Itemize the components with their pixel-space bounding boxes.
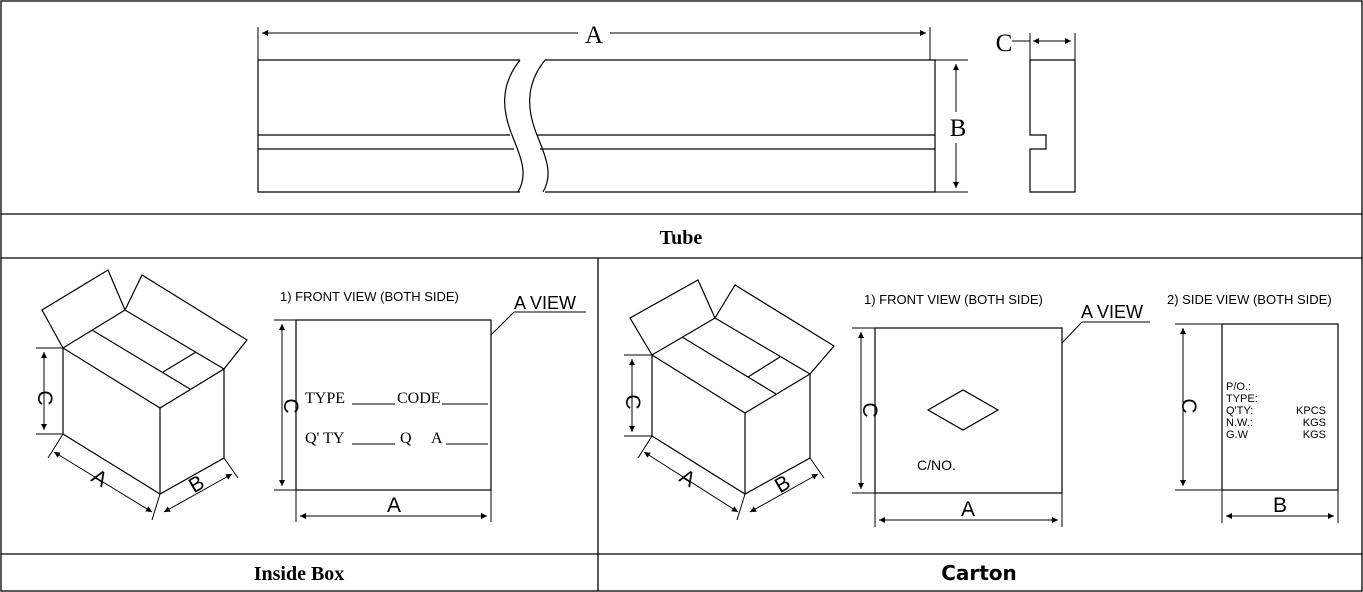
- carton-front-title: 1) FRONT VIEW (BOTH SIDE): [864, 292, 1043, 307]
- box-flap: [41, 269, 126, 349]
- inside-box-caption: Inside Box: [254, 563, 345, 585]
- carton-front-dim-c: C: [858, 402, 881, 417]
- carton-dim-b-label: B: [771, 471, 795, 498]
- tube-side-profile: [1029, 59, 1076, 193]
- box-seam: [91, 329, 191, 390]
- inside-box-front-view: 1) FRONT VIEW (BOTH SIDE) A VIEW TYPE CO…: [274, 289, 586, 522]
- box-edge: [62, 309, 126, 349]
- diamond-mark: [926, 389, 1000, 431]
- carton-front-panel: [874, 327, 1063, 494]
- field-type-label: TYPE: [305, 390, 345, 407]
- carton-front-dim-a: A: [961, 498, 975, 521]
- carton-seam: [747, 356, 781, 378]
- box-dim-c-label: C: [33, 390, 56, 405]
- leader-line: [490, 311, 515, 336]
- carton-side-dim-c: C: [1177, 398, 1200, 413]
- carton-edge: [651, 317, 716, 356]
- carton-side-dim-b: B: [1273, 494, 1287, 517]
- box-edge: [124, 309, 225, 370]
- box-dim-b-label: B: [185, 471, 209, 498]
- extension-line: [809, 457, 825, 479]
- leader-line: [1061, 321, 1083, 344]
- dimension-line: [643, 451, 739, 513]
- dimension-line: [163, 473, 233, 513]
- extension-line: [47, 433, 64, 459]
- side-label-gw: G.W: [1226, 429, 1249, 441]
- extension-line: [223, 457, 239, 479]
- carton-side-view: 2) SIDE VIEW (BOTH SIDE) P/O.: TYPE: Q'T…: [1167, 292, 1339, 523]
- front-view-title: 1) FRONT VIEW (BOTH SIDE): [280, 289, 459, 304]
- side-label-po: P/O.:: [1226, 381, 1251, 393]
- carton-outline: [651, 353, 811, 495]
- carton-edge: [714, 317, 811, 375]
- tube-break-line: [529, 59, 549, 193]
- box-flap: [124, 274, 248, 370]
- a-view-tag: A VIEW: [514, 293, 576, 313]
- box-dim-a-label: A: [87, 465, 111, 492]
- field-code-label: CODE: [397, 390, 441, 407]
- dimension-line: [749, 473, 819, 513]
- carton-seam: [681, 336, 777, 395]
- extension-line: [637, 435, 653, 459]
- carton-dim-c-label: C: [621, 394, 644, 409]
- field-q-label: Q: [400, 430, 412, 447]
- tube-body-left: [257, 59, 520, 193]
- side-unit-kgs-gw: KGS: [1303, 429, 1326, 441]
- field-qty-label: Q' TY: [305, 430, 345, 447]
- tube-drawing: A B C: [257, 22, 1076, 193]
- dimension-line: [53, 451, 153, 513]
- side-unit-kpcs: KPCS: [1296, 405, 1326, 417]
- tube-break-line: [504, 59, 524, 193]
- carton-front-view: 1) FRONT VIEW (BOTH SIDE) A VIEW C/NO. C…: [852, 292, 1150, 527]
- tube-dim-b-label: B: [950, 115, 967, 142]
- carton-caption: Carton: [941, 561, 1017, 585]
- carton-flap: [714, 284, 835, 375]
- side-label-qty: Q'TY:: [1226, 405, 1253, 417]
- extension-line: [151, 493, 161, 521]
- side-unit-kgs-nw: KGS: [1303, 417, 1326, 429]
- side-label-nw: N.W.:: [1226, 417, 1253, 429]
- tube-dim-c-label: C: [996, 30, 1013, 57]
- field-a-label: A: [431, 430, 443, 447]
- carton-flap: [629, 279, 716, 356]
- front-view-panel: [295, 319, 492, 491]
- inside-box-isometric: C A B: [33, 269, 248, 521]
- extension-line: [736, 493, 746, 521]
- box-seam: [162, 351, 197, 373]
- tube-caption: Tube: [660, 227, 703, 249]
- front-dim-a-label: A: [387, 494, 401, 517]
- front-dim-c-label: C: [279, 398, 302, 413]
- carton-isometric: C A B: [621, 279, 835, 521]
- carton-side-title: 2) SIDE VIEW (BOTH SIDE): [1167, 292, 1332, 307]
- side-label-type: TYPE:: [1226, 393, 1258, 405]
- carton-a-view-tag: A VIEW: [1081, 302, 1143, 322]
- carton-side-panel: [1221, 323, 1339, 491]
- tube-body-right: [545, 59, 936, 193]
- tube-dim-a-label: A: [585, 22, 603, 49]
- cno-label: C/NO.: [917, 457, 956, 473]
- carton-dim-a-label: A: [675, 465, 699, 492]
